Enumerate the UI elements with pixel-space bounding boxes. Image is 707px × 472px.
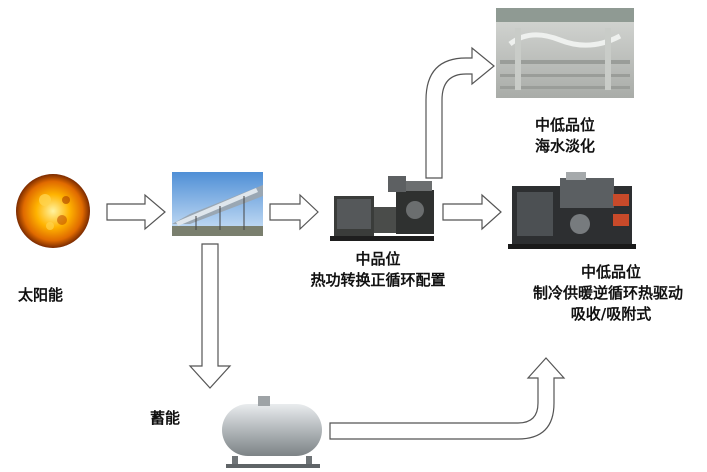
solar-label: 太阳能 [18, 286, 64, 304]
cooling-desc-2: 吸收/吸附式 [570, 305, 652, 323]
sun-image [16, 174, 90, 248]
arrow-collector-to-turbine [269, 193, 319, 231]
arrow-turbine-to-chiller [442, 193, 502, 231]
arrow-storage-to-chiller [329, 357, 566, 440]
cooling-desc-1: 制冷供暖逆循环热驱动 [532, 284, 683, 302]
storage-label: 蓄能 [150, 409, 181, 427]
arrow-sun-to-collector [106, 193, 166, 231]
storage-tank-image [222, 396, 322, 468]
mid-grade-desc: 热功转换正循环配置 [310, 271, 446, 289]
arrow-collector-to-storage [188, 243, 232, 389]
absorption-chiller-image [508, 172, 636, 249]
turbine-image [330, 176, 434, 241]
solar-collector-image [172, 172, 263, 236]
mid-grade-title: 中品位 [355, 250, 401, 268]
desalination-desc: 海水淡化 [534, 137, 595, 155]
desalination-plant-image [496, 8, 634, 98]
cooling-title: 中低品位 [580, 263, 641, 281]
desalination-title: 中低品位 [534, 116, 595, 134]
arrow-turbine-to-desalination [425, 46, 495, 179]
